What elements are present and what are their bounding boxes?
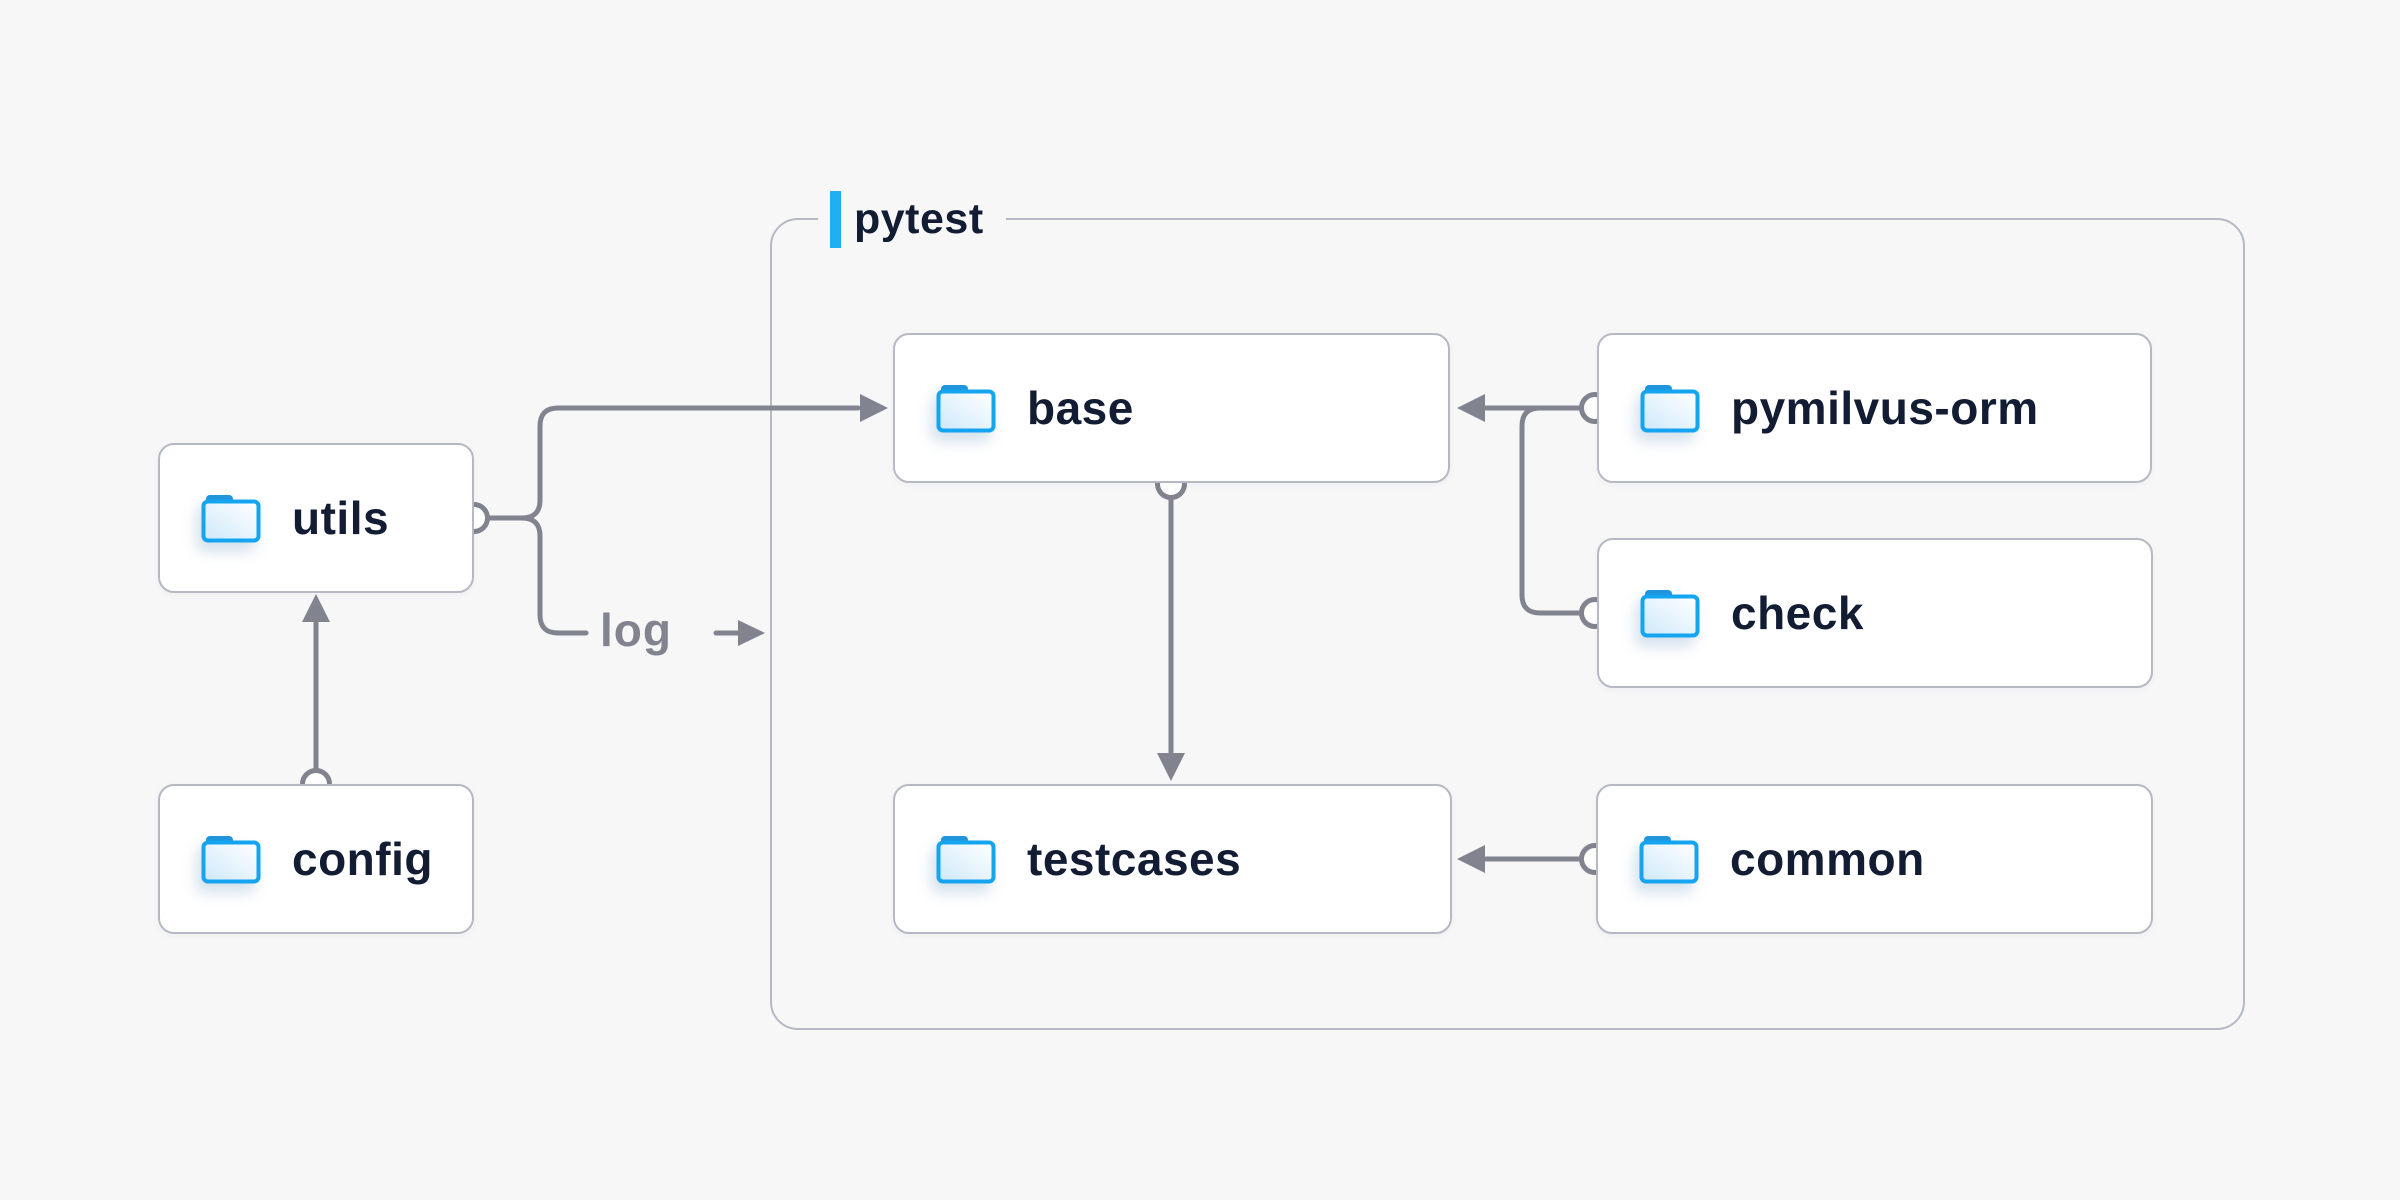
node-label: config [292, 833, 433, 885]
node-common: common [1596, 784, 2153, 934]
folder-icon [936, 836, 996, 884]
node-label: common [1730, 833, 1925, 885]
node-base: base [893, 333, 1450, 483]
node-testcases: testcases [893, 784, 1452, 934]
pytest-group-label: pytest [818, 187, 1006, 251]
folder-icon [1639, 836, 1699, 884]
folder-icon [201, 495, 261, 543]
pytest-group-title: pytest [854, 194, 984, 243]
folder-icon [1640, 590, 1700, 638]
folder-icon [1640, 385, 1700, 433]
node-utils: utils [158, 443, 474, 593]
node-label: check [1731, 587, 1864, 639]
accent-bar [830, 190, 841, 248]
pytest-group-container: pytest [770, 187, 2245, 1030]
node-config: config [158, 784, 474, 934]
node-label: testcases [1027, 833, 1242, 885]
edge-label-log: log [600, 604, 672, 656]
folder-icon [201, 836, 261, 884]
edge-config-to-utils [300, 594, 332, 800]
folder-icon [936, 385, 996, 433]
node-check: check [1597, 538, 2153, 688]
node-label: pymilvus-orm [1731, 382, 2039, 434]
node-label: utils [292, 492, 390, 544]
node-label: base [1027, 382, 1134, 434]
node-pymilvus-orm: pymilvus-orm [1597, 333, 2152, 483]
